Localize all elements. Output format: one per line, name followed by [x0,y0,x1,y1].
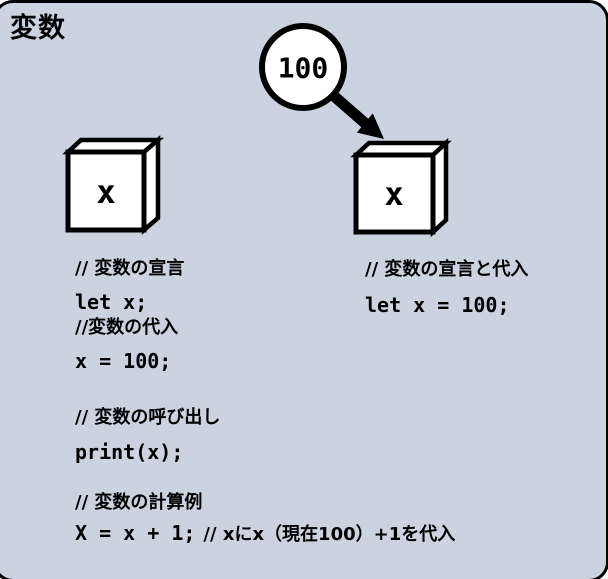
comment-declare: // 変数の宣言 [75,258,185,279]
code-assign: x = 100; [75,349,172,373]
variable-box-right: x [350,137,452,238]
value-bubble: 100 [259,23,347,111]
assignment-arrow [323,85,384,139]
code-declare: let x; [75,290,148,314]
value-bubble-label: 100 [278,52,329,85]
page-title: 変数 [10,13,66,44]
variable-box-left-label: x [96,173,115,211]
code-call: print(x); [75,440,184,464]
variable-box-right-label: x [384,175,403,213]
comment-assign: //変数の代入 [75,317,179,338]
code-calc: X = x + 1; [75,521,196,545]
comment-calc: // 変数の計算例 [75,492,203,513]
variable-box-left: x [62,135,165,235]
inline-comment-calc: // xにx（現在100）+1を代入 [203,524,456,545]
code-declare-assign: let x = 100; [365,293,510,317]
code-calc-row: X = x + 1; // xにx（現在100）+1を代入 [75,521,455,547]
comment-declare-assign: // 変数の宣言と代入 [365,259,529,280]
comment-call: // 変数の呼び出し [75,407,221,428]
